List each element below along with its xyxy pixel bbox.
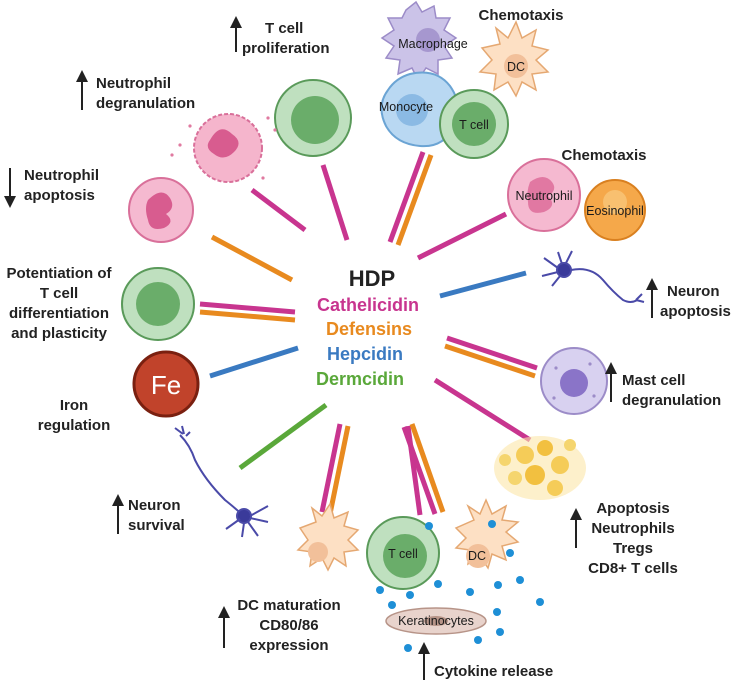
line-cytokine-a bbox=[401, 426, 438, 515]
dc-bottom-left-icon bbox=[296, 502, 360, 572]
svg-text:expression: expression bbox=[249, 637, 328, 654]
cytokine-dots bbox=[376, 520, 544, 652]
t-cell-top-right-icon: T cell bbox=[439, 89, 509, 159]
line-potentiation-a bbox=[199, 301, 296, 315]
svg-text:proliferation: proliferation bbox=[242, 40, 330, 57]
connector-lines bbox=[199, 151, 538, 516]
keratinocytes-icon: Keratinocytes bbox=[385, 607, 487, 635]
eosinophil-icon: Eosinophil bbox=[584, 179, 646, 241]
svg-text:Neutrophil: Neutrophil bbox=[24, 167, 99, 184]
svg-text:Mast cell: Mast cell bbox=[622, 372, 685, 389]
line-dc-maturation-a bbox=[319, 423, 343, 513]
neutrophil-degranulation-label: Neutrophil degranulation bbox=[76, 70, 195, 112]
legend-title: HDP bbox=[349, 266, 395, 291]
cytokine-release-label: Cytokine release bbox=[418, 642, 553, 680]
svg-text:CD80/86: CD80/86 bbox=[259, 617, 318, 634]
t-cell-bottom-icon: T cell bbox=[366, 516, 440, 590]
hdp-legend: HDP Cathelicidin Defensins Hepcidin Derm… bbox=[316, 266, 419, 389]
line-apoptosis-group bbox=[433, 377, 532, 443]
dc-top-icon: DC bbox=[478, 20, 550, 98]
apoptosis-group-label: Apoptosis Neutrophils Tregs CD8+ T cells bbox=[570, 500, 678, 577]
legend-dermcidin: Dermcidin bbox=[316, 369, 404, 389]
neuron-apoptosis-neuron-icon bbox=[541, 250, 645, 303]
line-mast-cell-a bbox=[446, 335, 538, 371]
degranulating-neutrophil-icon bbox=[170, 113, 277, 183]
line-neuron-survival bbox=[238, 402, 328, 471]
legend-cathelicidin: Cathelicidin bbox=[317, 295, 419, 315]
line-mast-cell-b bbox=[444, 343, 536, 379]
svg-text:T cell: T cell bbox=[265, 20, 303, 37]
svg-text:Neutrophil: Neutrophil bbox=[516, 189, 573, 203]
svg-text:Eosinophil: Eosinophil bbox=[586, 204, 644, 218]
mast-cell-degranulation-label: Mast cell degranulation bbox=[605, 362, 721, 409]
svg-text:Iron: Iron bbox=[60, 397, 88, 414]
svg-text:Neuron: Neuron bbox=[667, 283, 720, 300]
svg-text:Neutrophils: Neutrophils bbox=[591, 520, 674, 537]
svg-text:T cell: T cell bbox=[459, 118, 489, 132]
svg-text:degranulation: degranulation bbox=[622, 392, 721, 409]
neuron-survival-neuron-icon bbox=[174, 425, 269, 538]
svg-text:apoptosis: apoptosis bbox=[24, 187, 95, 204]
svg-text:Keratinocytes: Keratinocytes bbox=[398, 614, 474, 628]
svg-text:DC: DC bbox=[507, 60, 525, 74]
line-iron bbox=[209, 345, 299, 379]
apoptotic-neutrophil-icon bbox=[128, 177, 194, 243]
svg-text:regulation: regulation bbox=[38, 417, 111, 434]
svg-text:DC maturation: DC maturation bbox=[237, 597, 340, 614]
chemotaxis-right-label: Chemotaxis bbox=[561, 147, 646, 164]
iron-regulation-label: Iron regulation bbox=[38, 397, 111, 434]
potentiation-label: Potentiation of T cell differentiation a… bbox=[7, 265, 113, 342]
line-neutrophil-apoptosis bbox=[210, 234, 294, 283]
neuron-apoptosis-label: Neuron apoptosis bbox=[646, 278, 731, 320]
svg-text:Chemotaxis: Chemotaxis bbox=[561, 147, 646, 164]
line-neutrophil-degranulation bbox=[250, 188, 307, 232]
apoptotic-cells-cluster-icon bbox=[494, 436, 586, 500]
line-potentiation-b bbox=[199, 309, 296, 323]
svg-text:CD8+ T cells: CD8+ T cells bbox=[588, 560, 678, 577]
t-cell-top-left-icon bbox=[274, 79, 352, 157]
svg-text:Chemotaxis: Chemotaxis bbox=[478, 7, 563, 24]
t-cell-proliferation-label: T cell proliferation bbox=[230, 16, 330, 57]
legend-hepcidin: Hepcidin bbox=[327, 344, 403, 364]
svg-text:Apoptosis: Apoptosis bbox=[596, 500, 669, 517]
line-chemotaxis-top-a bbox=[387, 151, 426, 243]
neutrophil-apoptosis-label: Neutrophil apoptosis bbox=[4, 167, 99, 208]
svg-text:T cell: T cell bbox=[388, 547, 418, 561]
neuron-survival-label: Neuron survival bbox=[112, 494, 185, 534]
dc-maturation-label: DC maturation CD80/86 expression bbox=[218, 597, 341, 654]
svg-text:Potentiation of: Potentiation of bbox=[7, 265, 113, 282]
t-cell-left-icon bbox=[121, 267, 195, 341]
svg-text:apoptosis: apoptosis bbox=[660, 303, 731, 320]
svg-text:and plasticity: and plasticity bbox=[11, 325, 108, 342]
svg-text:T cell: T cell bbox=[40, 285, 78, 302]
svg-text:degranulation: degranulation bbox=[96, 95, 195, 112]
macrophage-icon: Macrophage bbox=[380, 0, 468, 82]
line-t-cell-proliferation bbox=[320, 164, 350, 241]
monocyte-icon: Monocyte bbox=[379, 71, 460, 148]
svg-text:Macrophage: Macrophage bbox=[398, 37, 468, 51]
svg-text:DC: DC bbox=[468, 549, 486, 563]
svg-text:Monocyte: Monocyte bbox=[379, 100, 433, 114]
line-dc-maturation-b bbox=[327, 425, 351, 515]
chemotaxis-top-label: Chemotaxis bbox=[478, 7, 563, 24]
svg-text:Neuron: Neuron bbox=[128, 497, 181, 514]
dc-bottom-icon: DC bbox=[454, 498, 520, 570]
line-chemotaxis-right bbox=[416, 211, 508, 261]
line-chemotaxis-top-b bbox=[395, 154, 434, 246]
svg-text:Cytokine release: Cytokine release bbox=[434, 663, 553, 680]
legend-defensins: Defensins bbox=[326, 319, 412, 339]
svg-text:Neutrophil: Neutrophil bbox=[96, 75, 171, 92]
svg-text:Tregs: Tregs bbox=[613, 540, 653, 557]
neutrophil-icon: Neutrophil bbox=[507, 158, 581, 232]
fe-icon: Fe bbox=[132, 350, 200, 418]
line-cytokine-b bbox=[409, 423, 446, 513]
svg-text:differentiation: differentiation bbox=[9, 305, 109, 322]
line-neuron-apoptosis bbox=[439, 270, 527, 299]
svg-text:survival: survival bbox=[128, 517, 185, 534]
svg-text:Fe: Fe bbox=[151, 370, 181, 400]
mast-cell-icon bbox=[540, 347, 608, 415]
